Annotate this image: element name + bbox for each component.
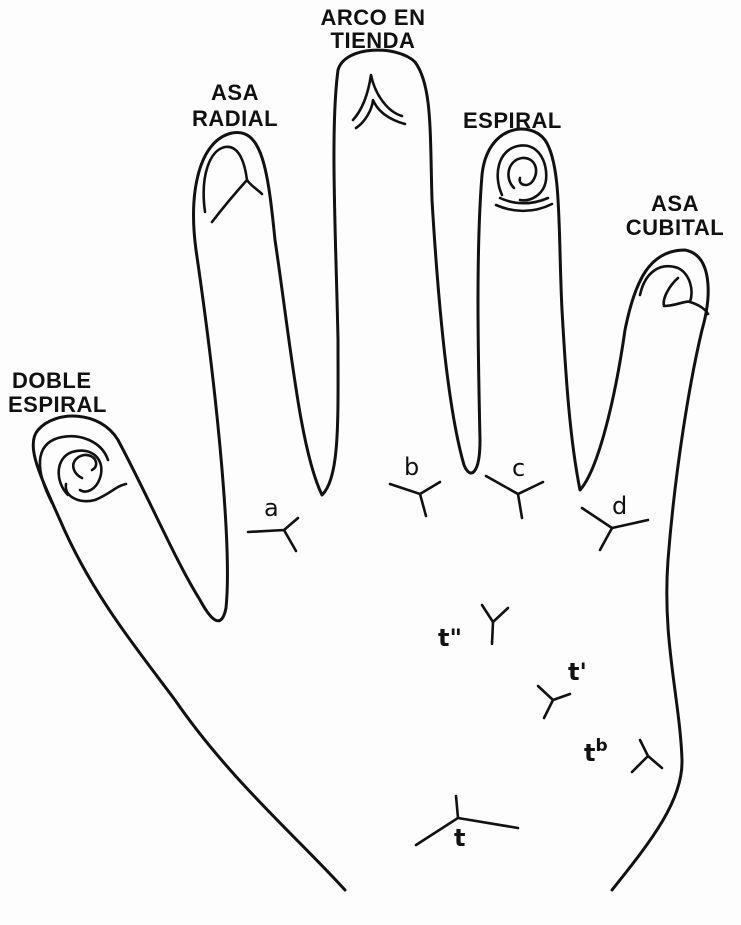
label-asa-cubital-line2: CUBITAL bbox=[606, 217, 741, 239]
label-arco-line2: TIENDA bbox=[298, 30, 448, 52]
espiral-pattern bbox=[496, 145, 552, 210]
label-asa-radial: ASA RADIAL bbox=[180, 82, 290, 130]
point-label-a: a bbox=[264, 496, 279, 520]
triradius-b bbox=[390, 482, 440, 516]
point-label-t: t bbox=[454, 826, 465, 850]
arco-en-tienda-pattern bbox=[353, 75, 405, 128]
label-espiral: ESPIRAL bbox=[463, 110, 562, 132]
point-label-tb: tb bbox=[584, 738, 608, 765]
label-doble-line1: DOBLE bbox=[8, 370, 107, 392]
asa-cubital-pattern bbox=[640, 266, 708, 314]
label-asa-radial-line1: ASA bbox=[180, 82, 290, 104]
label-asa-cubital-line1: ASA bbox=[606, 193, 741, 215]
label-asa-radial-line2: RADIAL bbox=[180, 108, 290, 130]
point-label-tb-base: t bbox=[584, 739, 595, 767]
point-label-tb-sup: b bbox=[595, 736, 607, 756]
triradius-t2 bbox=[482, 605, 508, 644]
point-label-t1: t' bbox=[568, 660, 587, 684]
point-label-c: c bbox=[512, 456, 525, 480]
point-label-b: b bbox=[404, 455, 419, 479]
point-label-d: d bbox=[612, 494, 627, 518]
label-asa-cubital: ASA CUBITAL bbox=[606, 193, 741, 239]
label-arco-en-tienda: ARCO EN TIENDA bbox=[298, 7, 448, 52]
label-arco-line1: ARCO EN bbox=[298, 7, 448, 29]
doble-espiral-pattern bbox=[40, 436, 126, 503]
triradius-tb bbox=[632, 740, 662, 772]
point-label-t2: t" bbox=[438, 626, 462, 650]
asa-radial-pattern bbox=[204, 147, 262, 222]
label-doble-espiral: DOBLE ESPIRAL bbox=[8, 370, 107, 416]
label-doble-line2: ESPIRAL bbox=[8, 394, 107, 416]
triradius-a bbox=[248, 518, 298, 551]
triradius-t bbox=[416, 796, 518, 845]
triradius-c bbox=[486, 476, 543, 518]
triradius-t1 bbox=[538, 686, 570, 718]
